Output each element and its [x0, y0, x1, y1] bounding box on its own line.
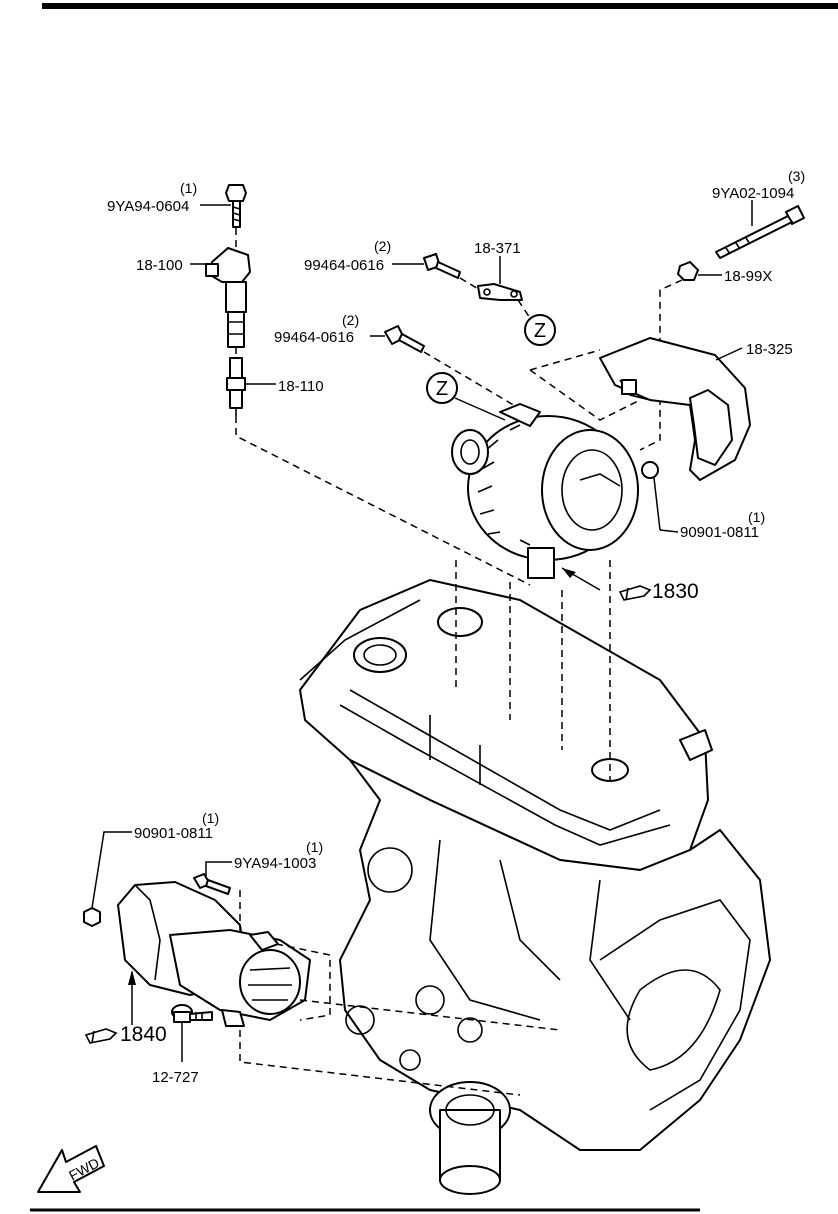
label-99464-0616-lower: 99464-0616 — [274, 329, 354, 346]
label-18-100: 18-100 — [136, 257, 183, 274]
qty-9ya94-1003: (1) — [306, 839, 323, 855]
bolt-9ya02-1094 — [715, 205, 805, 259]
bolt-9ya94-1003 — [193, 873, 231, 895]
qty-90901-0811-upper: (1) — [748, 509, 765, 525]
reference-1830: 1830 — [618, 580, 699, 603]
qty-99464-0616-upper: (2) — [374, 238, 391, 254]
pointing-hand-icon — [618, 585, 652, 601]
label-18-110: 18-110 — [278, 378, 324, 395]
label-90901-0811-upper: 90901-0811 — [680, 524, 759, 541]
label-9ya02-1094: 9YA02-1094 — [712, 185, 794, 202]
callout-z-upper — [524, 314, 556, 346]
qty-9ya94-0604: (1) — [180, 180, 197, 196]
reference-1840: 1840 — [84, 1023, 167, 1046]
clip-18-99x — [677, 261, 699, 281]
label-9ya94-1003: 9YA94-1003 — [234, 855, 316, 872]
bracket-18-371 — [477, 283, 523, 301]
qty-99464-0616-lower: (2) — [342, 312, 359, 328]
callout-z-lower-text: Z — [436, 378, 448, 400]
bolt-99464-0616-lower — [384, 325, 425, 353]
starter-motor — [117, 881, 311, 1027]
label-9ya94-0604: 9YA94-0604 — [107, 198, 189, 215]
engine-block — [299, 579, 771, 1195]
qty-9ya02-1094: (3) — [788, 168, 805, 184]
label-90901-0811-lower: 90901-0811 — [134, 825, 213, 842]
label-18-99x: 18-99X — [724, 268, 772, 285]
qty-90901-0811-lower: (1) — [202, 810, 219, 826]
label-99464-0616-upper: 99464-0616 — [304, 257, 384, 274]
fwd-arrow: FWD — [37, 1145, 105, 1193]
bolt-99464-0616-upper — [423, 253, 461, 279]
label-18-371: 18-371 — [474, 240, 521, 257]
callout-z-upper-text: Z — [534, 320, 546, 342]
label-18-325: 18-325 — [746, 341, 793, 358]
bolt-12-727 — [171, 1004, 213, 1023]
pointing-hand-icon-starter — [84, 1028, 118, 1044]
alternator — [451, 403, 659, 579]
reference-1840-text: 1840 — [120, 1023, 167, 1046]
callout-z-lower — [426, 372, 458, 404]
spark-plug-18-110 — [226, 357, 246, 416]
reference-1830-text: 1830 — [652, 580, 699, 603]
bolt-9ya94-0604 — [225, 184, 247, 228]
label-12-727: 12-727 — [152, 1069, 199, 1086]
ignition-coil-18-100 — [205, 247, 251, 348]
nut-90901-0811-lower — [83, 907, 101, 927]
cover-18-325 — [599, 337, 751, 481]
